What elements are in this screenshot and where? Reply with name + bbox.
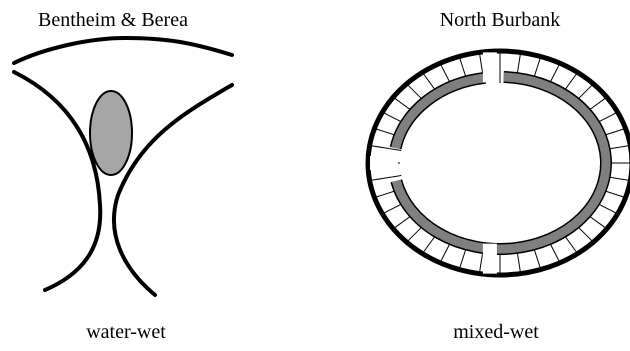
panel-caption-left: water-wet: [86, 321, 166, 343]
panel-caption-right: mixed-wet: [453, 321, 539, 343]
mixed-wet-pore: [365, 48, 630, 278]
film-gap: [482, 52, 497, 83]
film-gap: [482, 243, 497, 274]
film-gap: [370, 156, 398, 170]
oil-droplet: [89, 90, 133, 176]
oil-film-arc: [391, 73, 486, 150]
panel-title-left: Bentheim & Berea: [38, 9, 188, 31]
grain-boundary-top: [12, 35, 234, 65]
water-wet-pore: [12, 35, 234, 297]
grain-boundary-left: [12, 70, 103, 292]
grain-boundary-right: [112, 83, 234, 297]
panel-title-right: North Burbank: [439, 9, 561, 31]
segment-line: [369, 144, 402, 151]
segment-line: [369, 175, 402, 182]
film-gaps: [370, 52, 497, 274]
oil-film-fill: [391, 72, 611, 254]
oil-film-arc: [391, 72, 611, 254]
